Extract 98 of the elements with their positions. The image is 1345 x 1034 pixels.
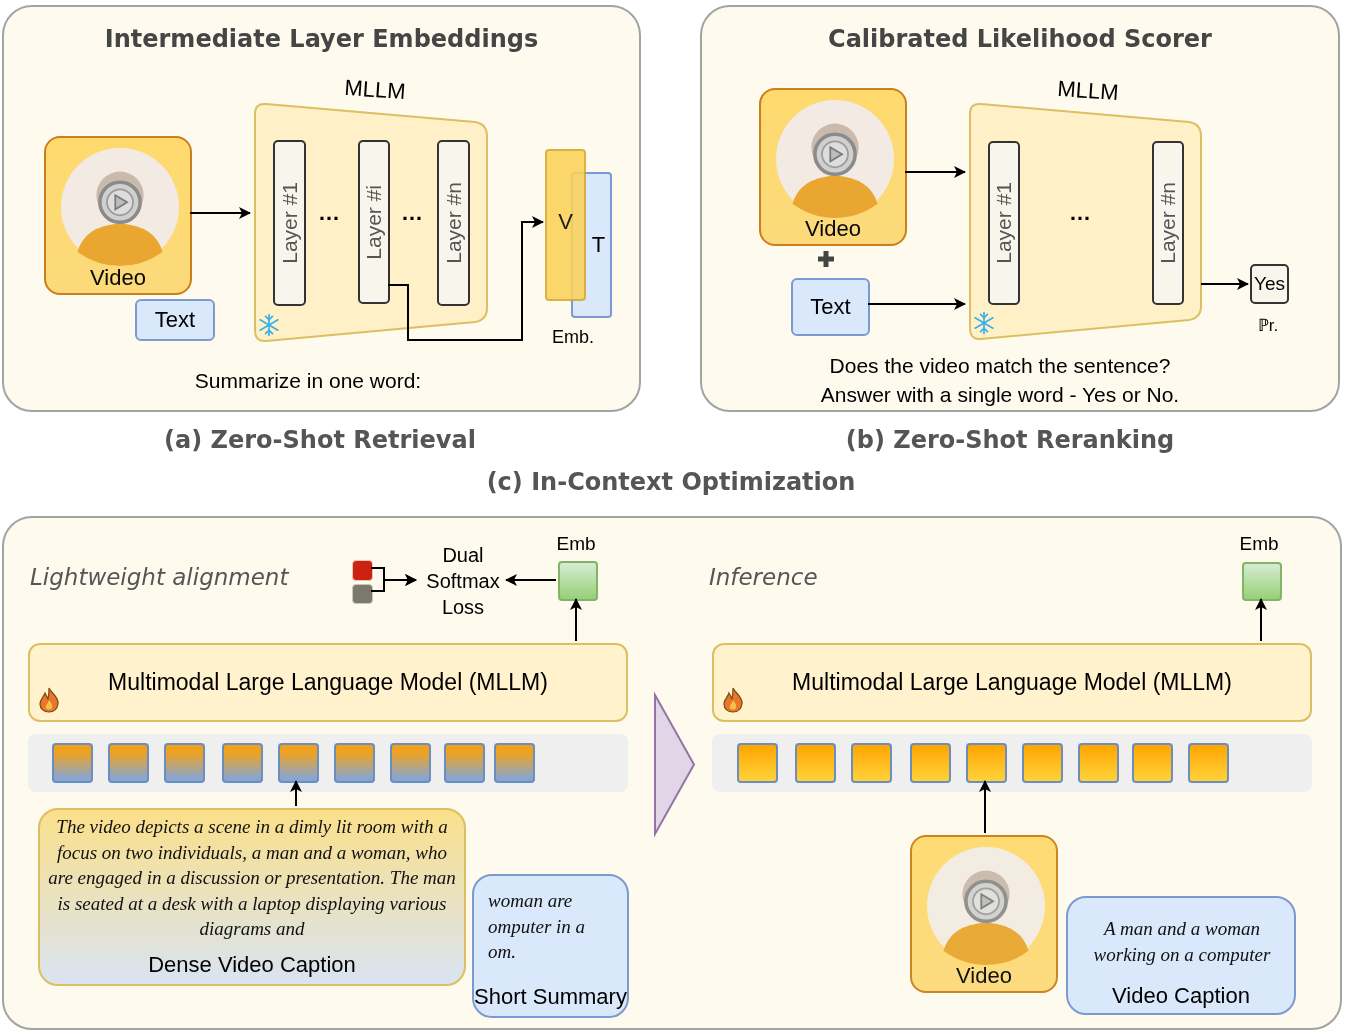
arrow — [370, 574, 417, 592]
layer-label: Layer #1 — [277, 182, 302, 264]
token-square — [390, 743, 431, 783]
arrow — [979, 780, 991, 834]
text-label: Text — [810, 294, 851, 320]
arrow — [1255, 598, 1267, 642]
model-trapezoid — [967, 102, 1203, 340]
model-name: Multimodal Large Language Model (MLLM) — [108, 669, 548, 696]
layer-box — [1152, 141, 1184, 305]
arrow — [904, 166, 966, 178]
model-label: MLLM — [343, 74, 407, 106]
token-strip — [28, 734, 628, 792]
embedding-label: Emb — [1239, 533, 1279, 555]
model-name: Multimodal Large Language Model (MLLM) — [792, 669, 1232, 696]
prompt-text: Summarize in one word: — [194, 369, 422, 393]
token-square — [222, 743, 263, 783]
arrow — [570, 598, 582, 642]
stage-label: Inference — [709, 564, 818, 590]
arrow — [867, 298, 966, 310]
arrow — [290, 780, 302, 807]
pair-square — [352, 584, 373, 604]
embedding-letter: T — [591, 232, 606, 259]
token-square — [494, 743, 535, 783]
token-square — [1188, 743, 1229, 783]
embedding-bar — [545, 149, 586, 301]
layer-label: Layer #1 — [992, 182, 1016, 264]
model-bar — [28, 643, 628, 722]
caption-text: A man and a woman working on a computer — [1092, 917, 1272, 967]
section-title: (c) In-Context Optimization — [486, 468, 856, 496]
video-label: Video — [89, 265, 147, 291]
video-card — [910, 835, 1058, 993]
token-strip — [712, 734, 1312, 792]
token-square — [52, 743, 93, 783]
panel-title: Calibrated Likelihood Scorer — [827, 25, 1213, 53]
layer-box — [437, 140, 470, 306]
caption-title: Video Caption — [1111, 983, 1251, 1009]
model-trapezoid — [252, 102, 489, 342]
token-square — [966, 743, 1007, 783]
token-square — [737, 743, 778, 783]
video-card — [759, 88, 907, 246]
caption-text: woman are omputer in a om. — [488, 889, 587, 964]
layer-box — [273, 140, 306, 306]
token-square — [1022, 743, 1063, 783]
arrow — [189, 207, 251, 219]
token-square — [910, 743, 951, 783]
video-label: Video — [955, 963, 1013, 989]
embedding-square — [1242, 562, 1282, 601]
ellipsis: … — [318, 200, 340, 226]
arrow — [505, 574, 557, 586]
caption-card — [38, 808, 466, 986]
layer-box — [988, 141, 1020, 305]
panel — [2, 5, 641, 412]
token-square — [164, 743, 205, 783]
arrow — [387, 216, 544, 341]
token-square — [1078, 743, 1119, 783]
token-square — [444, 743, 485, 783]
panel-caption: (a) Zero-Shot Retrieval — [164, 426, 476, 454]
probability-label: ℙr. — [1257, 314, 1279, 336]
model-label: MLLM — [1056, 75, 1120, 107]
ellipsis: … — [401, 200, 423, 226]
loss-label: Dual Softmax Loss — [418, 542, 508, 620]
token-square — [108, 743, 149, 783]
caption-title: Short Summary — [474, 984, 627, 1010]
caption-card — [1066, 896, 1296, 1015]
caption-card — [472, 874, 629, 1018]
text-box — [791, 278, 870, 336]
output-token-label: Yes — [1254, 273, 1285, 295]
layer-label: Layer #n — [1156, 182, 1180, 264]
embedding-label: Emb — [556, 533, 596, 555]
arrow — [1200, 278, 1249, 290]
token-square — [795, 743, 836, 783]
embedding-label: Emb. — [552, 326, 594, 348]
token-square — [1132, 743, 1173, 783]
video-card — [44, 136, 192, 295]
video-label: Video — [804, 216, 862, 242]
text-box — [135, 299, 215, 341]
embedding-letter: V — [558, 209, 573, 236]
prompt-text: Does the video match the sentence? Answer with a single word - Yes or No. — [819, 353, 1181, 408]
token-square — [851, 743, 892, 783]
panel — [700, 5, 1340, 412]
text-label: Text — [154, 307, 196, 333]
panel-title: Intermediate Layer Embeddings — [103, 25, 540, 53]
model-bar — [712, 643, 1312, 722]
layer-label: Layer #n — [441, 182, 466, 264]
token-square — [278, 743, 319, 783]
layer-box — [358, 140, 390, 304]
panel-caption: (b) Zero-Shot Reranking — [845, 426, 1175, 454]
ellipsis: … — [1069, 200, 1091, 226]
embedding-square — [558, 561, 598, 601]
layer-label: Layer #i — [362, 184, 386, 260]
stage-chevron — [654, 694, 695, 835]
pair-square — [352, 560, 373, 581]
output-token-box — [1250, 264, 1289, 304]
token-square — [334, 743, 375, 783]
caption-text: The video depicts a scene in a dimly lit room with a focus on two individuals, a man and a woman, who are engaged in a discussion or presentation. The man is seated at a desk with a laptop displaying various diagrams and — [48, 815, 456, 941]
caption-title: Dense Video Caption — [147, 952, 357, 978]
panel — [2, 516, 1342, 1030]
stage-label: Lightweight alignment — [30, 564, 289, 590]
